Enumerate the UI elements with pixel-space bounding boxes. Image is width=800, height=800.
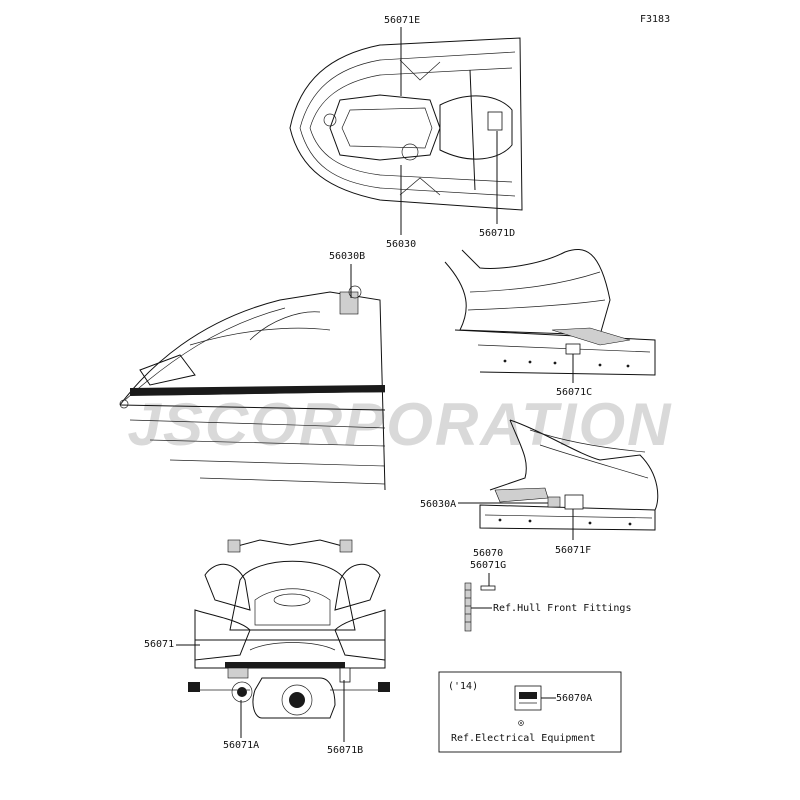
ref-electrical-equipment: Ref.Electrical Equipment bbox=[451, 733, 596, 744]
label-56030: 56030 bbox=[386, 239, 416, 250]
label-56071g: 56071G bbox=[470, 560, 506, 571]
label-56071: 56071 bbox=[144, 639, 174, 650]
figure-code: F3183 bbox=[640, 14, 670, 25]
rear-view-illustration bbox=[188, 539, 390, 719]
strip-part-illustration bbox=[464, 582, 496, 632]
watermark: JSCORPORATION bbox=[128, 391, 673, 458]
bow-view-illustration bbox=[119, 285, 386, 491]
label-56071b: 56071B bbox=[327, 745, 363, 756]
label-56071c: 56071C bbox=[556, 387, 592, 398]
label-56070: 56070 bbox=[473, 548, 503, 559]
label-56071e: 56071E bbox=[384, 15, 420, 26]
inset-box bbox=[438, 671, 622, 753]
top-view-illustration bbox=[289, 37, 523, 211]
battery-label-illustration bbox=[514, 685, 542, 726]
side-view-lower-illustration bbox=[479, 419, 659, 531]
inset-year: ('14) bbox=[448, 681, 478, 692]
label-56070a: 56070A bbox=[556, 693, 592, 704]
side-view-upper-illustration bbox=[444, 249, 656, 376]
ref-hull-front-fittings: Ref.Hull Front Fittings bbox=[493, 603, 631, 614]
label-56071d: 56071D bbox=[479, 228, 515, 239]
label-56030b: 56030B bbox=[329, 251, 365, 262]
label-56071f: 56071F bbox=[555, 545, 591, 556]
label-56030a: 56030A bbox=[420, 499, 456, 510]
label-56071a: 56071A bbox=[223, 740, 259, 751]
